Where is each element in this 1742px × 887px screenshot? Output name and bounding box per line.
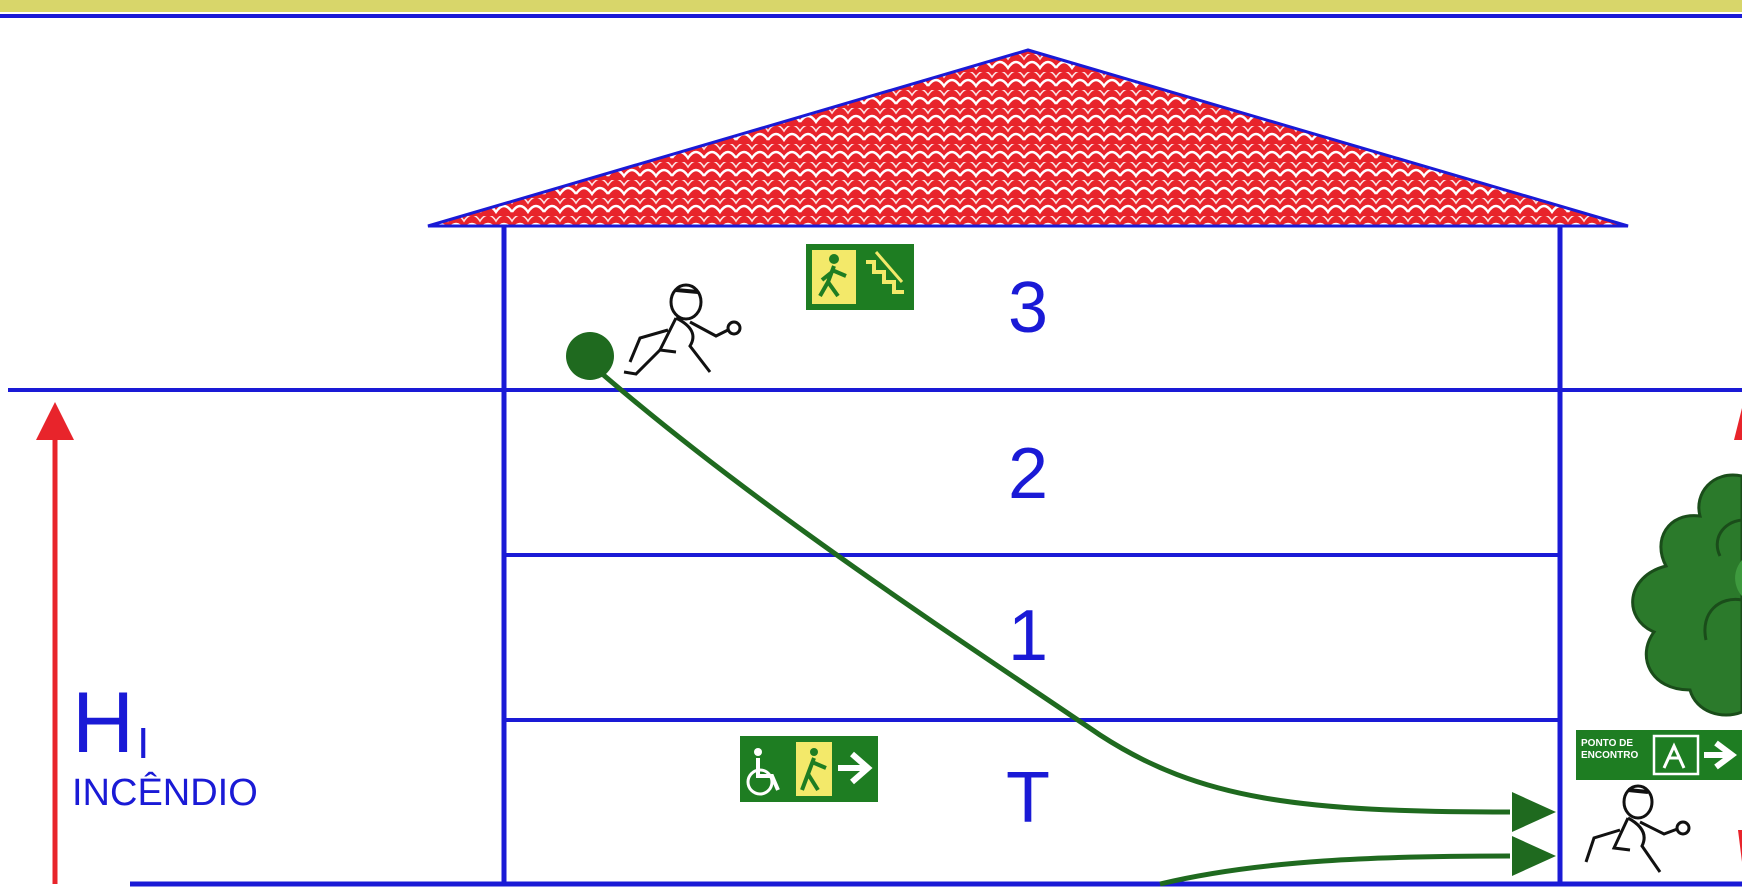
accessible-exit-right-icon bbox=[740, 736, 878, 802]
top-band bbox=[0, 0, 1742, 12]
meeting-point-sign-text: PONTO DE ENCONTRO bbox=[1581, 738, 1651, 762]
tree-icon bbox=[1631, 473, 1742, 717]
height-subscript: I bbox=[137, 719, 150, 768]
right-arrow-partial-bottom bbox=[1738, 830, 1742, 862]
height-symbol: H bbox=[72, 675, 135, 771]
escape-path bbox=[598, 370, 1511, 815]
fire-height-symbol: HI bbox=[72, 680, 149, 766]
height-arrow-head bbox=[36, 402, 74, 440]
start-point bbox=[566, 332, 614, 380]
right-arrow-partial bbox=[1734, 408, 1742, 440]
floor-label-3: 3 bbox=[1007, 268, 1049, 348]
running-person-icon bbox=[623, 283, 742, 376]
fire-height-caption: INCÊNDIO bbox=[72, 772, 258, 814]
escape-arrow-upper bbox=[1512, 792, 1556, 832]
meeting-point-line1: PONTO DE bbox=[1581, 738, 1634, 749]
emergency-exit-stairs-icon bbox=[806, 244, 914, 310]
roof bbox=[427, 48, 1629, 228]
escape-arrow-lower bbox=[1512, 836, 1556, 876]
running-person-icon bbox=[1584, 784, 1691, 873]
floor-label-2: 2 bbox=[1007, 434, 1049, 514]
meeting-point-line2: ENCONTRO bbox=[1581, 750, 1639, 761]
meeting-point-sign-icon bbox=[1576, 730, 1742, 780]
ground-escape-path bbox=[1159, 853, 1511, 887]
floor-label-1: 1 bbox=[1007, 596, 1049, 676]
floor-label-t: T bbox=[1006, 758, 1050, 838]
